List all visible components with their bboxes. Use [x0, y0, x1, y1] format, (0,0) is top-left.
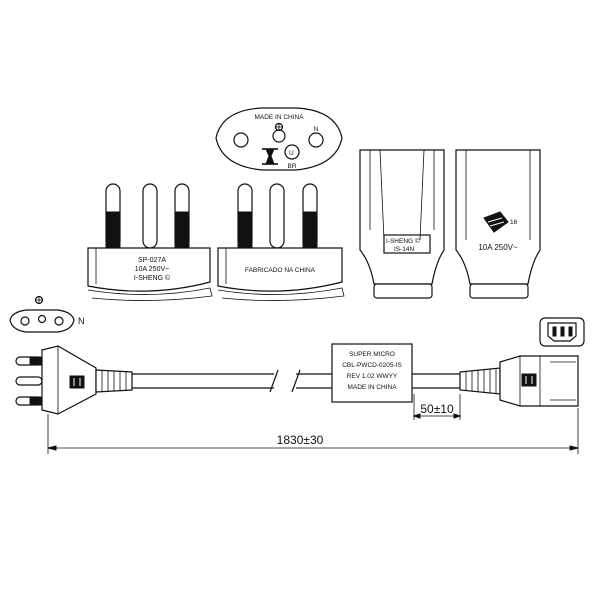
dimension-total-length: 1830±30 — [47, 408, 579, 454]
cord-label-line1: SUPER MICRO — [349, 351, 395, 358]
face-cert-br-label: BR — [287, 163, 296, 170]
plug-side-view-left: SP-027A 10A 250V~ I-SHENG © — [87, 183, 213, 301]
cord-label-line3: REV 1.02 WWYY — [347, 373, 398, 380]
connector-brand-label: I-SHENG © — [386, 237, 420, 245]
dim-total-label: 1830±30 — [277, 433, 324, 447]
plug-face-view: MADE IN CHINA N U BR — [215, 107, 343, 171]
cord-label-line2: CBL-PWCD-0205-IS — [342, 362, 402, 369]
connector-rating-label: 10A 250V~ — [478, 243, 518, 252]
earth-symbol-small-icon — [34, 295, 44, 305]
connector-side-view: I-SHENG © IS-14N — [359, 149, 445, 299]
plug-brand-label: I-SHENG © — [134, 274, 171, 282]
cord-label-line4: MADE IN CHINA — [347, 384, 397, 391]
cable-assembly: SUPER MICRO CBL-PWCD-0205-IS REV 1.02 WW… — [15, 343, 579, 415]
connector-model-label: IS-14N — [394, 246, 415, 253]
dim-50-label: 50±10 — [420, 402, 454, 416]
svg-text:U: U — [289, 150, 294, 157]
dimension-strain-relief: 50±10 — [412, 394, 462, 420]
mark-16-icon: 16 — [483, 211, 518, 233]
plug-fabricado-label: FABRICADO NA CHINA — [245, 267, 316, 274]
inmetro-mark-icon — [262, 148, 278, 165]
connector-front-view: 16 10A 250V~ — [455, 149, 541, 299]
connector-front-small — [539, 317, 585, 347]
face-made-in-china: MADE IN CHINA — [254, 114, 304, 121]
plug-rating-label: 10A 250V~ — [135, 266, 169, 273]
face-pin-n-label: N — [314, 126, 319, 133]
plug-model-label: SP-027A — [138, 257, 166, 264]
plug-front-small: N — [9, 295, 85, 333]
certification-mark-icon: U — [284, 144, 300, 160]
earth-symbol-icon — [274, 122, 284, 132]
front-pin-n-label: N — [78, 316, 85, 326]
plug-side-view-mid: FABRICADO NA CHINA — [217, 183, 345, 301]
mark-number-label: 16 — [510, 219, 518, 226]
